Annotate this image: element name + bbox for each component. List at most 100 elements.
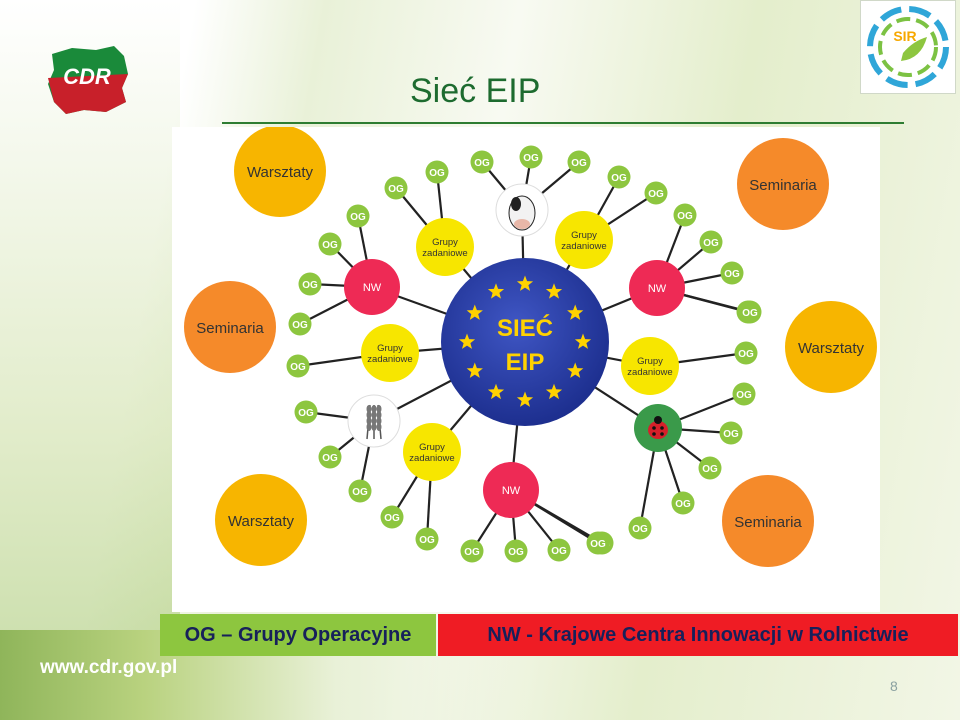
og-circle — [699, 230, 723, 254]
task-group-label: zadaniowe — [422, 248, 467, 259]
event-label: Warsztaty — [228, 513, 295, 530]
task-group-label: zadaniowe — [627, 367, 672, 378]
ladybug-spot — [660, 426, 664, 430]
event-node: Warsztaty — [215, 474, 307, 566]
og-circle — [470, 150, 494, 174]
og-label: OG — [590, 539, 606, 550]
task-group-label: Grupy — [637, 356, 663, 367]
og-label: OG — [352, 487, 368, 498]
eu-star — [567, 362, 584, 378]
cow-spot — [511, 197, 521, 211]
cdr-logo: CDR — [48, 46, 128, 114]
task-group-circle — [403, 423, 461, 481]
ladybug-spot — [652, 426, 656, 430]
og-circle — [294, 400, 318, 424]
og-label: OG — [292, 320, 308, 331]
og-circle — [346, 204, 370, 228]
og-node: OG — [288, 312, 312, 336]
background-stripe — [0, 0, 180, 720]
task-group-label: zadaniowe — [561, 241, 606, 252]
footer-url[interactable]: www.cdr.gov.pl — [40, 657, 178, 678]
og-label: OG — [677, 211, 693, 222]
og-label: OG — [742, 308, 758, 319]
page-number: 8 — [890, 678, 898, 694]
og-circle — [738, 300, 762, 324]
wheat-grain — [371, 417, 377, 425]
eu-star — [516, 391, 534, 407]
og-label: OG — [429, 168, 445, 179]
og-node: OG — [470, 150, 494, 174]
wheat-grain — [376, 423, 382, 431]
og-circle — [286, 354, 310, 378]
center-circle — [441, 258, 609, 426]
og-label: OG — [464, 547, 480, 558]
og-label: OG — [302, 280, 318, 291]
og-circle — [519, 145, 543, 169]
legend-og: OG – Grupy Operacyjne — [160, 614, 436, 656]
wheat-grain — [366, 405, 372, 413]
eu-star — [466, 362, 483, 378]
ladybug-spot — [660, 432, 664, 436]
og-node: OG — [519, 145, 543, 169]
og-label: OG — [350, 212, 366, 223]
og-circle — [720, 261, 744, 285]
og-node: OG — [318, 445, 342, 469]
og-node: OG — [384, 176, 408, 200]
og-label: OG — [648, 189, 664, 200]
cdr-logo-text: CDR — [63, 64, 111, 89]
eu-star — [545, 383, 563, 400]
og-node: OG — [644, 181, 668, 205]
og-label: OG — [736, 390, 752, 401]
og-node: OG — [415, 527, 439, 551]
og-label: OG — [508, 547, 524, 558]
nw-circle — [344, 259, 400, 315]
og-label: OG — [474, 158, 490, 169]
og-node: OG — [673, 203, 697, 227]
eu-star — [516, 275, 534, 291]
og-label: OG — [298, 408, 314, 419]
og-node: OG — [720, 261, 744, 285]
cow-nose — [514, 219, 530, 229]
wheat-icon — [347, 394, 401, 448]
task-group-label: Grupy — [419, 442, 445, 453]
og-node: OG — [460, 539, 484, 563]
og-node: OG — [286, 354, 310, 378]
eu-star — [487, 283, 505, 299]
task-group-circle — [555, 211, 613, 269]
cow-icon — [495, 183, 549, 237]
eu-star — [567, 304, 584, 320]
og-circle — [380, 505, 404, 529]
og-circle — [415, 527, 439, 551]
og-node: OG — [547, 538, 571, 562]
wheat-grain — [371, 423, 377, 431]
og-label: OG — [419, 535, 435, 546]
og-circle — [348, 479, 372, 503]
nw-label: NW — [648, 283, 667, 295]
nw-circle — [629, 260, 685, 316]
og-circle — [547, 538, 571, 562]
eu-star — [458, 333, 476, 349]
eu-star — [545, 283, 563, 299]
nw-node: NW — [629, 260, 685, 316]
og-circle — [628, 516, 652, 540]
og-label: OG — [322, 240, 338, 251]
og-circle — [504, 539, 528, 563]
og-node: OG — [699, 230, 723, 254]
wheat-grain — [371, 405, 377, 413]
og-node: OG — [607, 165, 631, 189]
event-node: Seminaria — [184, 281, 276, 373]
og-circle — [384, 176, 408, 200]
ladybug-head — [654, 416, 662, 424]
event-node: Warsztaty — [785, 301, 877, 393]
nw-label: NW — [363, 282, 382, 294]
og-circle — [698, 456, 722, 480]
wheat-grain — [376, 405, 382, 413]
event-circle — [785, 301, 877, 393]
og-node: OG — [671, 491, 695, 515]
